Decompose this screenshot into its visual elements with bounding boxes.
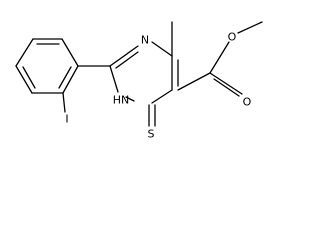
carbonyl-oxygen-atom-label: O	[243, 96, 252, 109]
structure-canvas: N HN I S O O	[15, 21, 263, 141]
iodine-atom-label: I	[65, 113, 68, 126]
carbonyl-double-bond	[213, 78, 240, 97]
ester-carbon-ether-o-bond	[209, 41, 230, 74]
c6-n1-bond	[125, 96, 135, 102]
ether-o-methyl-bond	[237, 21, 263, 34]
benzene-bond	[15, 38, 34, 67]
n1-c2-bond	[109, 65, 119, 93]
c5-ester-carbon-bond	[177, 72, 211, 91]
c2-n3-double-bond	[115, 51, 139, 69]
nh-atom-label: HN	[113, 94, 130, 107]
benzene-double-bond	[58, 66, 72, 89]
benzene-double-bond	[22, 66, 36, 89]
sulfur-atom-label: S	[148, 128, 155, 141]
benzene-bond	[62, 65, 79, 94]
carbonyl-bond	[209, 72, 243, 95]
ether-oxygen-atom-label: O	[228, 31, 237, 44]
c2-n3-bond	[109, 45, 139, 67]
benzene-bond	[61, 38, 79, 67]
c5-c6-bond	[151, 89, 173, 104]
n3-c4-bond	[151, 41, 173, 57]
iodophenyl-ring	[15, 38, 79, 94]
benzene-bond	[15, 65, 33, 94]
nitrogen-atom-label: N	[141, 34, 149, 47]
carbon-iodine-bond	[62, 92, 66, 113]
pyrimidine-ring	[109, 41, 179, 104]
chemical-structure-diagram: N HN I S O O	[15, 21, 263, 141]
